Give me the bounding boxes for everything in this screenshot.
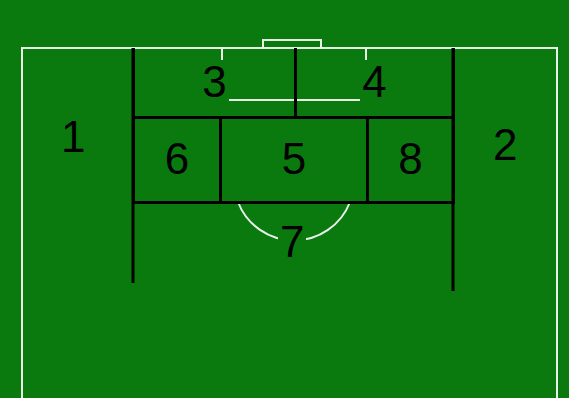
zone-number: 1 — [59, 115, 87, 159]
touchline — [22, 48, 557, 398]
zone-box: 5 — [219, 116, 369, 204]
zone-number: 8 — [396, 137, 424, 181]
zone-number: 4 — [360, 60, 388, 104]
zone-number: 5 — [280, 137, 308, 181]
zone-lines — [133, 48, 453, 291]
zone-number: 7 — [278, 220, 306, 264]
zone-box: 3 — [132, 48, 297, 119]
zone-number: 6 — [163, 137, 191, 181]
goal — [263, 40, 321, 48]
zone-box: 6 — [132, 116, 222, 204]
zone-number: 2 — [491, 123, 519, 167]
zone-number: 3 — [200, 60, 228, 104]
zone-box: 4 — [294, 48, 455, 119]
pitch-markings — [22, 40, 557, 398]
zone-box: 8 — [366, 116, 455, 204]
